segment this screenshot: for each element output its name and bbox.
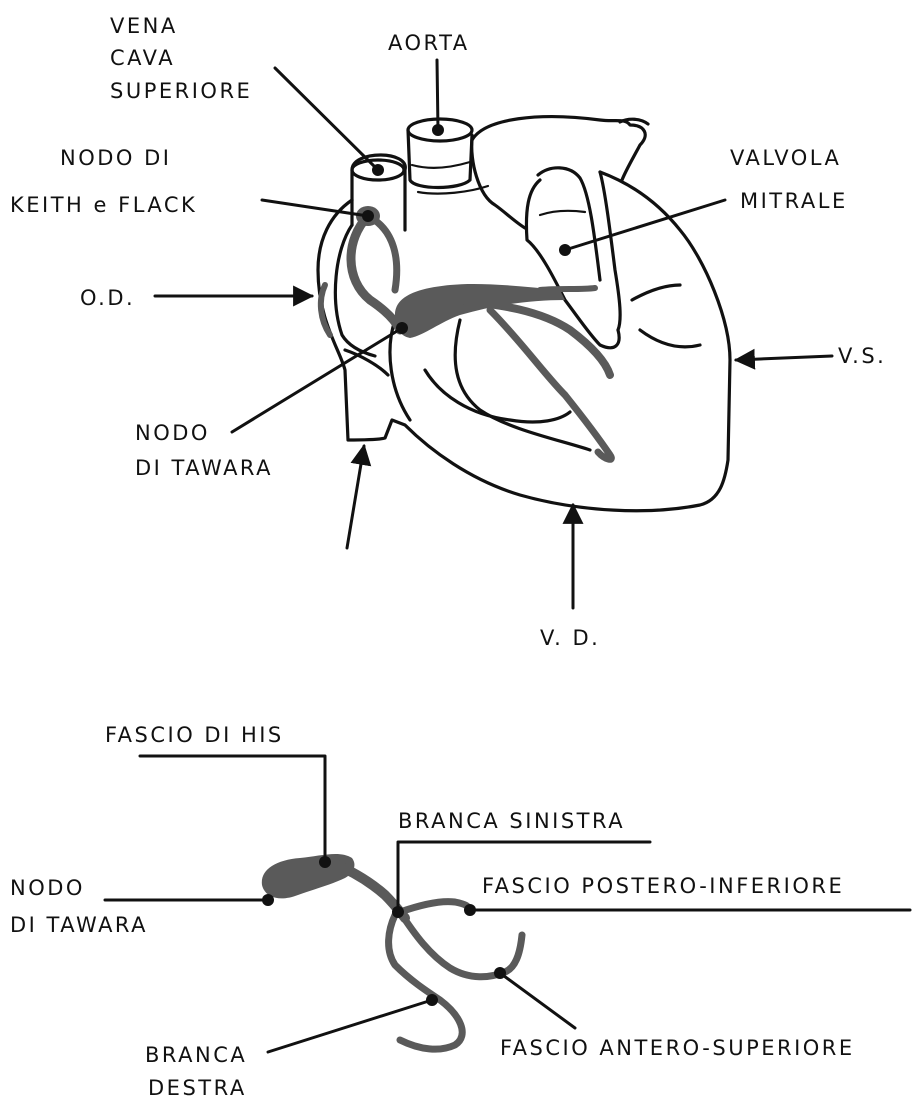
internodal-path-1 [351,216,400,330]
pointer-fascio-antero [500,973,575,1028]
posterior-fascicle [400,902,470,912]
left-branch-heart [540,288,595,290]
pointer-tawara-top [232,328,402,432]
lv-wall-curve [632,285,680,300]
pointer-fascio-his [140,756,325,862]
label-tawara-top-line2: DI TAWARA [135,456,273,480]
valve-line [540,211,585,215]
label-tawara-bottom-line2: DI TAWARA [10,913,148,937]
dot-branca-destra [426,994,438,1006]
dot-fascio-his [319,856,331,868]
label-tawara-top-line1: NODO [135,421,210,445]
aorta-arch-lower [472,140,525,228]
label-vena-line2: CAVA [110,46,175,70]
arrow-vs [736,356,832,360]
dot-aorta [432,124,444,136]
heart-drawing [318,117,730,511]
pointer-vena-cava [275,68,378,170]
pointer-aorta [437,60,438,130]
dot-fascio-antero [494,967,506,979]
label-branca-destra-line2: DESTRA [148,1076,247,1098]
dot-tawara-top [396,322,408,334]
vessel-stub [620,119,648,124]
dot-mitral [559,244,571,256]
arrow-ivc [347,446,364,548]
label-fascio-postero: FASCIO POSTERO-INFERIORE [482,874,844,898]
internodal-path-2 [368,216,397,290]
apex-curve [640,330,700,347]
label-valvola-line1: VALVOLA [730,146,841,170]
tawara-node-blob [262,854,355,898]
label-vs: V.S. [838,344,886,368]
label-valvola-line2: MITRALE [740,189,848,213]
atrial-branch [321,285,330,335]
left-border-inner [600,172,620,330]
label-od: O.D. [80,286,135,310]
label-tawara-bottom-line1: NODO [10,876,85,900]
label-branca-destra-line1: BRANCA [145,1043,247,1067]
label-branca-sinistra: BRANCA SINISTRA [398,809,625,833]
pulmonary-trunk [472,117,645,180]
top-labels: VENA CAVA SUPERIORE AORTA NODO DI KEITH … [10,14,886,650]
dot-vena-cava [372,164,384,176]
label-keith-line1: NODO DI [60,146,171,170]
dot-branca-sinistra [392,906,404,918]
label-aorta: AORTA [388,31,470,55]
dot-tawara-bottom [262,894,274,906]
conduction-detail: FASCIO DI HIS BRANCA SINISTRA NODO DI TA… [10,723,910,1098]
interventricular-curve [455,320,590,450]
heart-conduction-system [321,206,611,459]
label-fascio-his: FASCIO DI HIS [105,723,284,747]
label-vd: V. D. [540,626,600,650]
dot-keith-flack [362,210,374,222]
mitral-region [538,168,600,280]
dot-fascio-postero [464,904,476,916]
label-vena-line3: SUPERIORE [110,79,252,103]
label-keith-line2: KEITH e FLACK [10,193,197,217]
right-bundle-branch [389,915,463,1049]
label-vena-line1: VENA [110,14,178,38]
label-fascio-antero: FASCIO ANTERO-SUPERIORE [500,1036,855,1060]
anterior-fascicle [400,912,522,977]
